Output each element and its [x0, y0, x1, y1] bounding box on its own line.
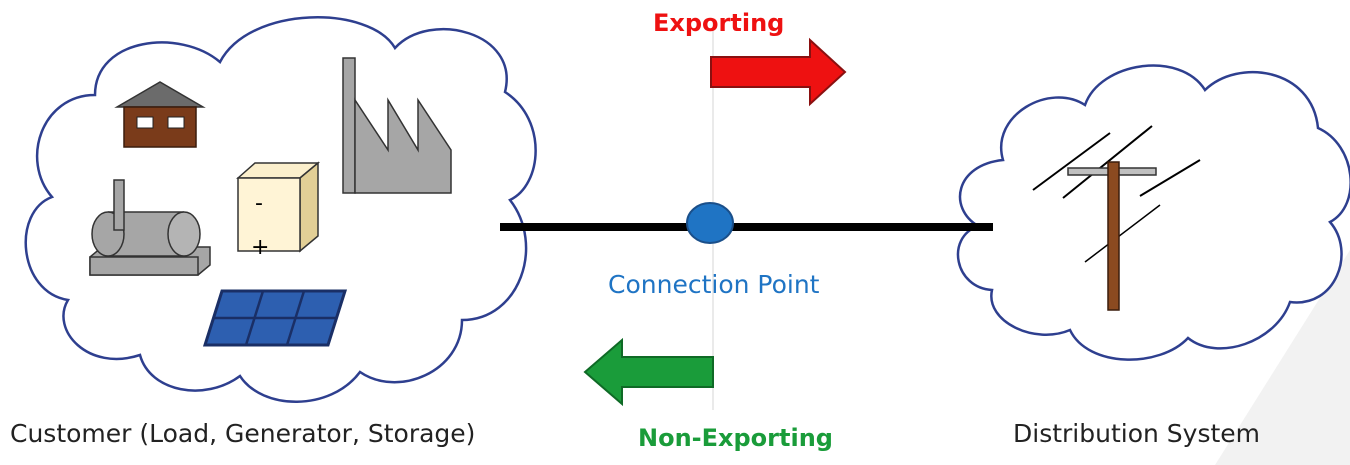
battery-icon: - +: [236, 161, 321, 260]
non-exporting-label: Non-Exporting: [638, 424, 833, 452]
exporting-arrow: [710, 37, 847, 107]
solar-panel-icon: [202, 289, 348, 347]
distribution-system-label: Distribution System: [1013, 419, 1261, 448]
connection-point-marker: [686, 202, 734, 244]
battery-minus-label: -: [255, 191, 263, 216]
connection-point-label: Connection Point: [608, 270, 820, 299]
corner-decoration: [1215, 250, 1350, 465]
utility-pole-icon: [1032, 125, 1201, 311]
house-icon: [114, 81, 206, 148]
tank-icon: [89, 179, 211, 276]
battery-plus-label: +: [251, 235, 269, 260]
factory-icon: [342, 57, 452, 194]
non-exporting-arrow: [583, 337, 714, 407]
distribution-cloud: [956, 64, 1350, 361]
customer-label: Customer (Load, Generator, Storage): [10, 419, 476, 448]
exporting-label: Exporting: [653, 9, 785, 37]
